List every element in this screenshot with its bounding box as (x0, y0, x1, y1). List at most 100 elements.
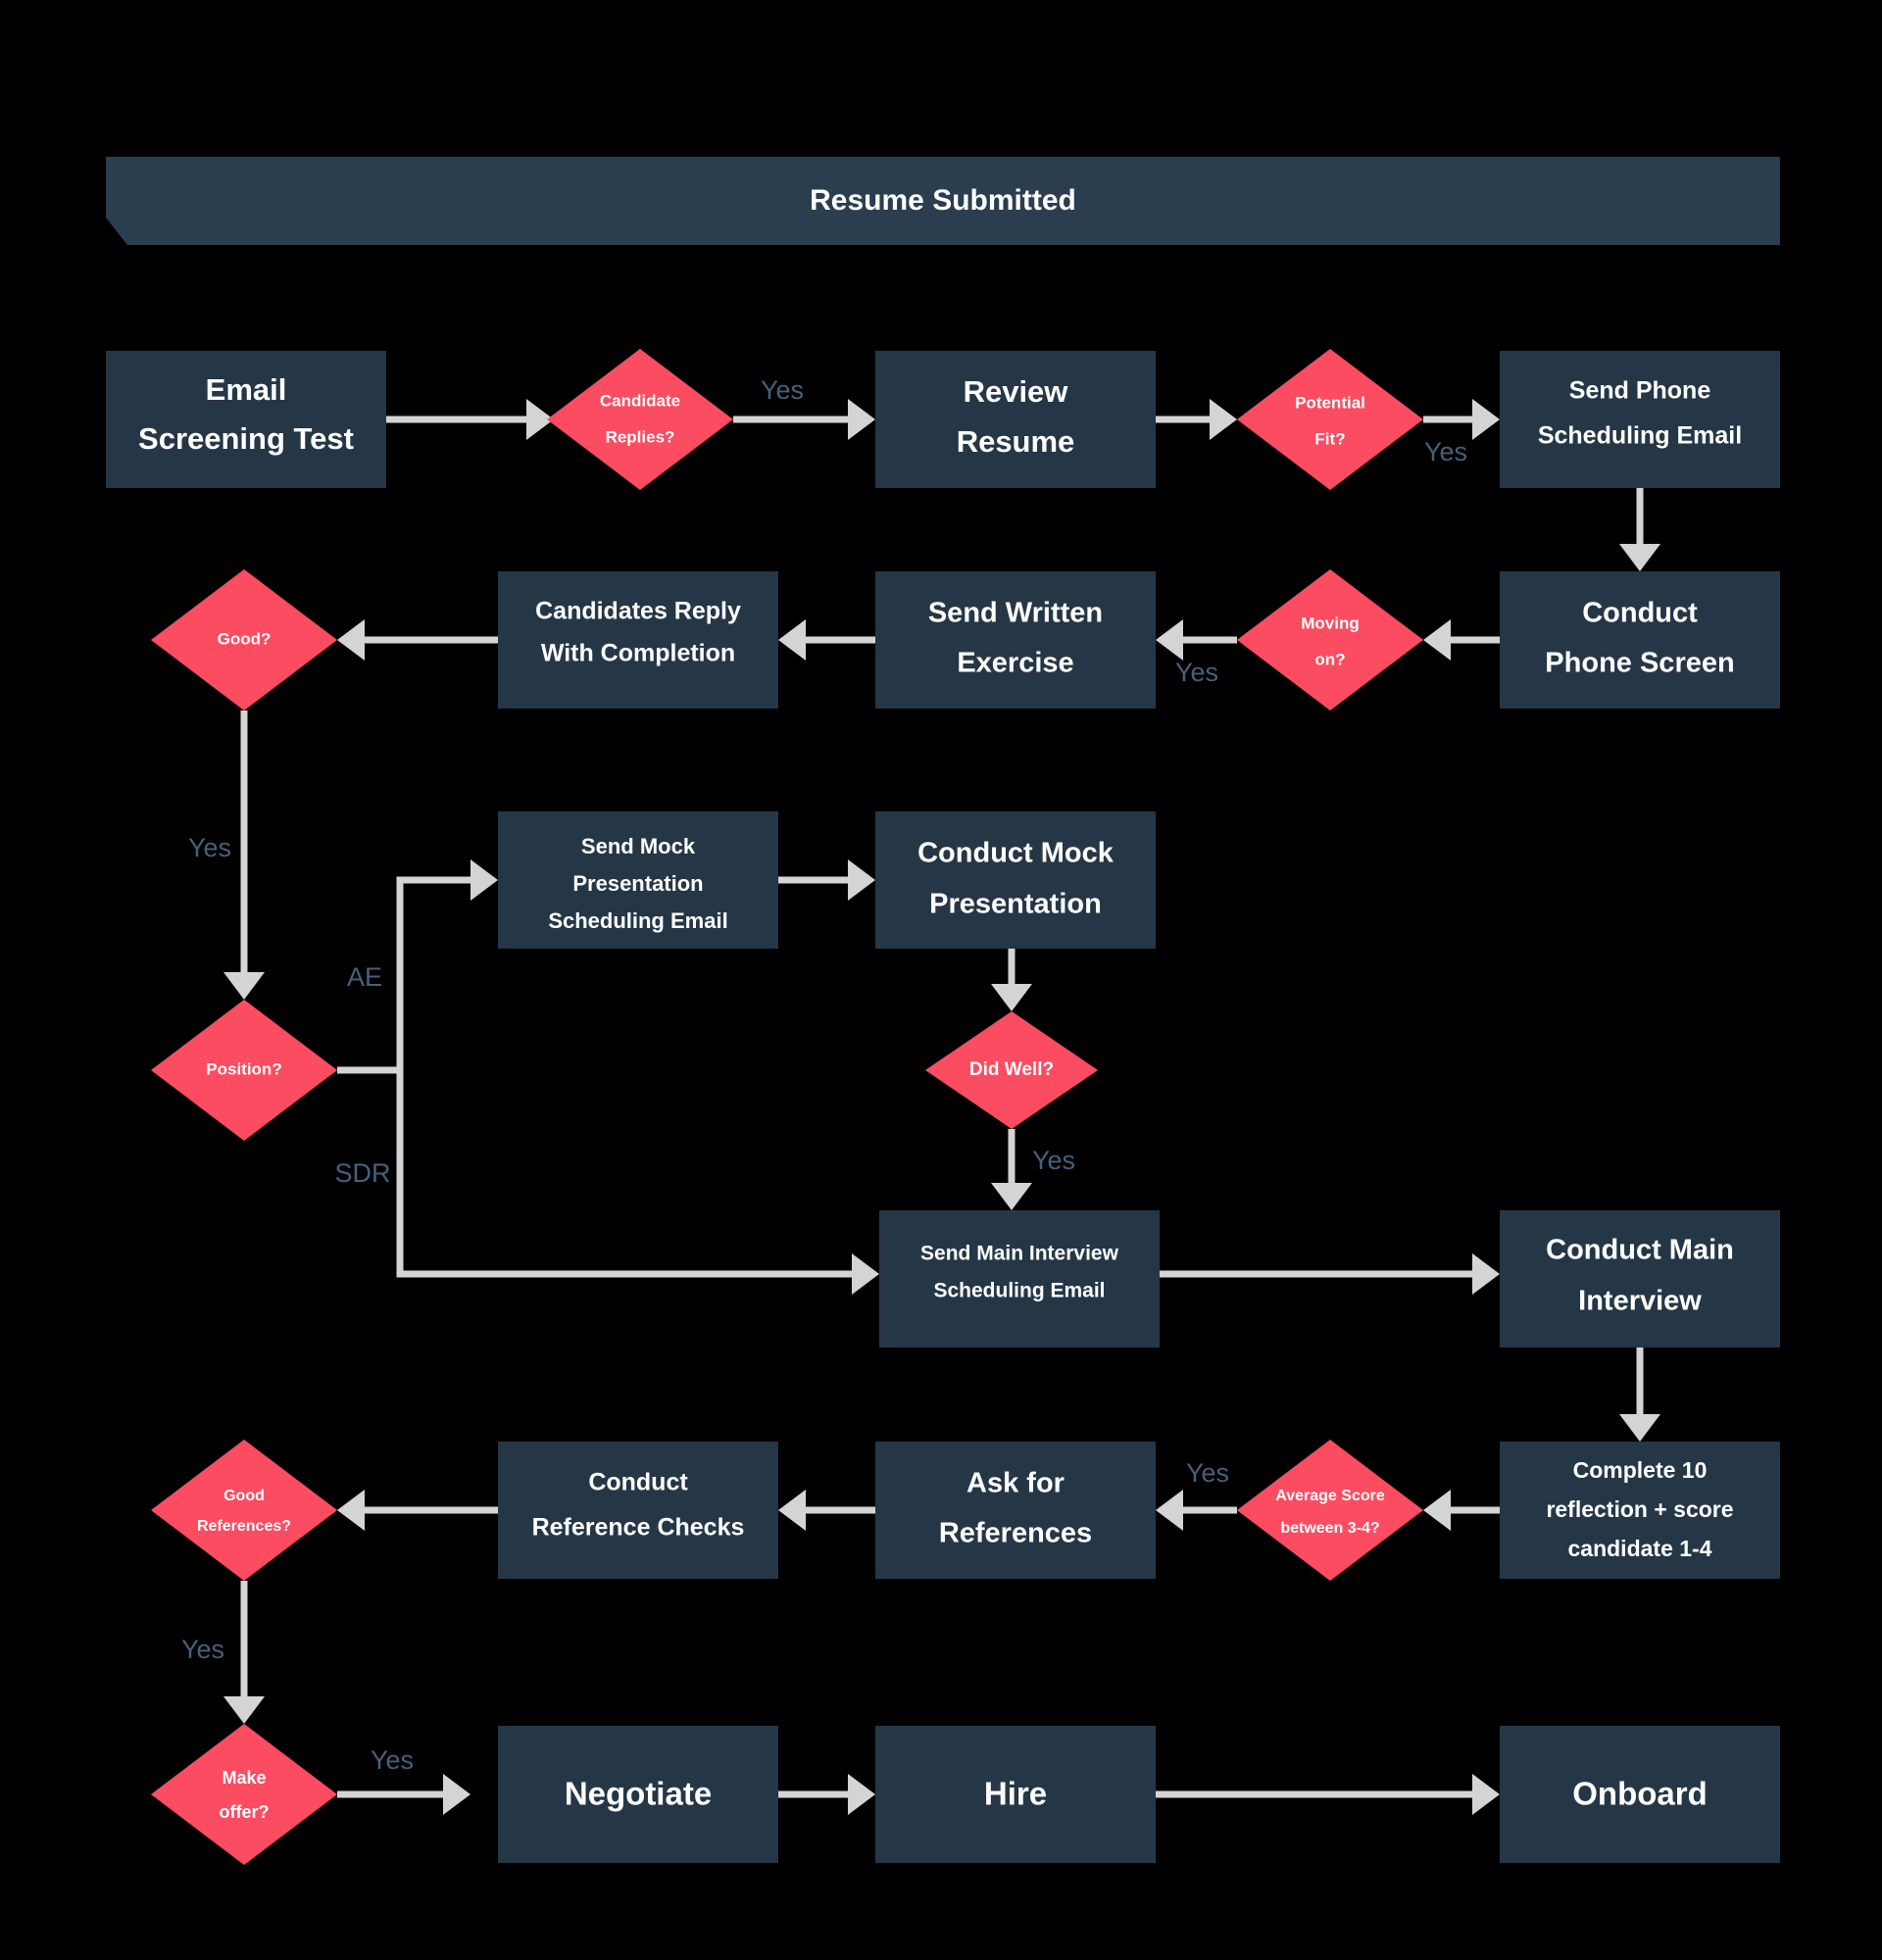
node-good[interactable]: Good? (151, 569, 337, 710)
node-good-references[interactable]: Good References? (151, 1440, 337, 1581)
node-label-line: candidate 1-4 (1568, 1536, 1712, 1561)
node-negotiate[interactable]: Negotiate (498, 1726, 778, 1863)
node-label-line: Resume (957, 424, 1075, 459)
node-conduct-main-interview[interactable]: Conduct Main Interview (1500, 1210, 1780, 1348)
connector-e20 (778, 1490, 875, 1531)
banner-header: Resume Submitted (106, 157, 1780, 245)
edge-label-e4: Yes (1424, 437, 1467, 466)
connector-e24 (778, 1774, 875, 1815)
node-label-line: Did Well? (969, 1059, 1054, 1080)
node-label-line: Candidate (600, 391, 680, 410)
edge-label-e22: Yes (181, 1635, 224, 1664)
node-label-line: Review (964, 374, 1069, 409)
connector-e11: AE (337, 859, 498, 1074)
connector-e12: SDR (334, 1066, 879, 1295)
node-label-line: Reference Checks (532, 1514, 745, 1542)
connector-e8 (778, 619, 875, 661)
edge-label-e11: AE (347, 962, 382, 992)
node-label-line: Scheduling Email (1538, 422, 1742, 450)
node-label-line: Potential (1295, 393, 1365, 412)
node-average-score-3-4[interactable]: Average Score between 3-4? (1237, 1440, 1423, 1581)
node-onboard[interactable]: Onboard (1500, 1726, 1780, 1863)
node-label-line: Conduct Main (1546, 1235, 1734, 1266)
node-label-line: on? (1314, 650, 1345, 668)
node-label-line: References (939, 1518, 1092, 1549)
connector-e4: Yes (1423, 399, 1500, 466)
node-moving-on[interactable]: Moving on? (1237, 569, 1423, 710)
node-label-line: Replies? (606, 427, 675, 446)
connector-e3 (1156, 399, 1237, 440)
node-layer: Email Screening Test Candidate Replies? … (106, 349, 1780, 1865)
node-position[interactable]: Position? (151, 1000, 337, 1141)
connector-e21 (337, 1490, 498, 1531)
node-label-line: Scheduling Email (933, 1280, 1105, 1302)
edge-label-e23: Yes (371, 1745, 414, 1775)
connector-e5 (1619, 488, 1660, 571)
node-hire[interactable]: Hire (875, 1726, 1156, 1863)
connector-e17 (1619, 1348, 1660, 1442)
node-label-line: Ask for (966, 1468, 1065, 1499)
node-send-phone-scheduling-email[interactable]: Send Phone Scheduling Email (1500, 351, 1780, 488)
node-label-line: Hire (984, 1776, 1047, 1812)
node-label-line: Make (222, 1768, 266, 1788)
node-conduct-mock-presentation[interactable]: Conduct Mock Presentation (875, 811, 1156, 949)
edge-label-e10: Yes (188, 833, 231, 862)
node-label-line: Phone Screen (1545, 648, 1734, 679)
edge-label-e7: Yes (1175, 658, 1218, 687)
node-label-line: Presentation (929, 889, 1102, 920)
node-label-line: Conduct Mock (917, 838, 1114, 869)
connector-e22: Yes (181, 1581, 265, 1724)
node-label-line: offer? (220, 1802, 270, 1822)
node-label-line: Negotiate (565, 1776, 712, 1812)
node-label-line: Conduct (1582, 598, 1698, 629)
node-send-mock-presentation-scheduling-email[interactable]: Send Mock Presentation Scheduling Email (498, 811, 778, 949)
connector-e25 (1156, 1774, 1500, 1815)
node-complete-reflection-score[interactable]: Complete 10 reflection + score candidate… (1500, 1442, 1780, 1579)
node-label-line: Good (223, 1488, 265, 1504)
node-label-line: With Completion (541, 640, 735, 667)
node-label-line: Exercise (957, 648, 1073, 679)
node-label-line: References? (197, 1518, 291, 1535)
connector-e18 (1423, 1490, 1500, 1531)
node-label-line: Candidates Reply (535, 598, 741, 625)
node-label-line: Send Phone (1569, 377, 1711, 405)
node-label-line: Send Mock (581, 834, 696, 858)
node-label-line: Conduct (588, 1469, 688, 1496)
node-potential-fit[interactable]: Potential Fit? (1237, 349, 1423, 490)
node-label-line: Position? (206, 1059, 281, 1078)
node-label-line: between 3-4? (1280, 1520, 1379, 1537)
node-candidate-replies[interactable]: Candidate Replies? (547, 349, 733, 490)
node-conduct-phone-screen[interactable]: Conduct Phone Screen (1500, 571, 1780, 709)
node-label-line: Scheduling Email (548, 908, 727, 933)
node-email-screening-test[interactable]: Email Screening Test (106, 351, 386, 488)
connector-e6 (1423, 619, 1500, 661)
node-label-line: Screening Test (138, 421, 354, 456)
node-candidates-reply-with-completion[interactable]: Candidates Reply With Completion (498, 571, 778, 709)
node-review-resume[interactable]: Review Resume (875, 351, 1156, 488)
node-did-well[interactable]: Did Well? (925, 1011, 1098, 1129)
node-label-line: Good? (218, 629, 272, 648)
connector-e2: Yes (733, 375, 875, 440)
edge-label-e19: Yes (1186, 1458, 1229, 1488)
node-ask-for-references[interactable]: Ask for References (875, 1442, 1156, 1579)
edge-label-e12: SDR (334, 1158, 390, 1188)
banner-title: Resume Submitted (810, 184, 1076, 217)
connector-e23: Yes (337, 1745, 470, 1815)
connector-e16 (1160, 1253, 1500, 1295)
node-make-offer[interactable]: Make offer? (151, 1724, 337, 1865)
node-send-main-interview-scheduling-email[interactable]: Send Main Interview Scheduling Email (879, 1210, 1160, 1348)
node-label-line: Interview (1578, 1286, 1702, 1317)
node-label-line: Presentation (572, 871, 703, 896)
connector-e14 (991, 949, 1032, 1011)
connector-layer: Yes Yes (181, 375, 1660, 1815)
connector-e15: Yes (991, 1129, 1075, 1210)
node-label-line: Onboard (1572, 1776, 1708, 1812)
node-conduct-reference-checks[interactable]: Conduct Reference Checks (498, 1442, 778, 1579)
node-label-line: Complete 10 (1573, 1457, 1708, 1483)
connector-e19: Yes (1156, 1458, 1237, 1531)
node-send-written-exercise[interactable]: Send Written Exercise (875, 571, 1156, 709)
node-label-line: Moving (1301, 613, 1360, 632)
node-label-line: Send Written (928, 598, 1103, 629)
